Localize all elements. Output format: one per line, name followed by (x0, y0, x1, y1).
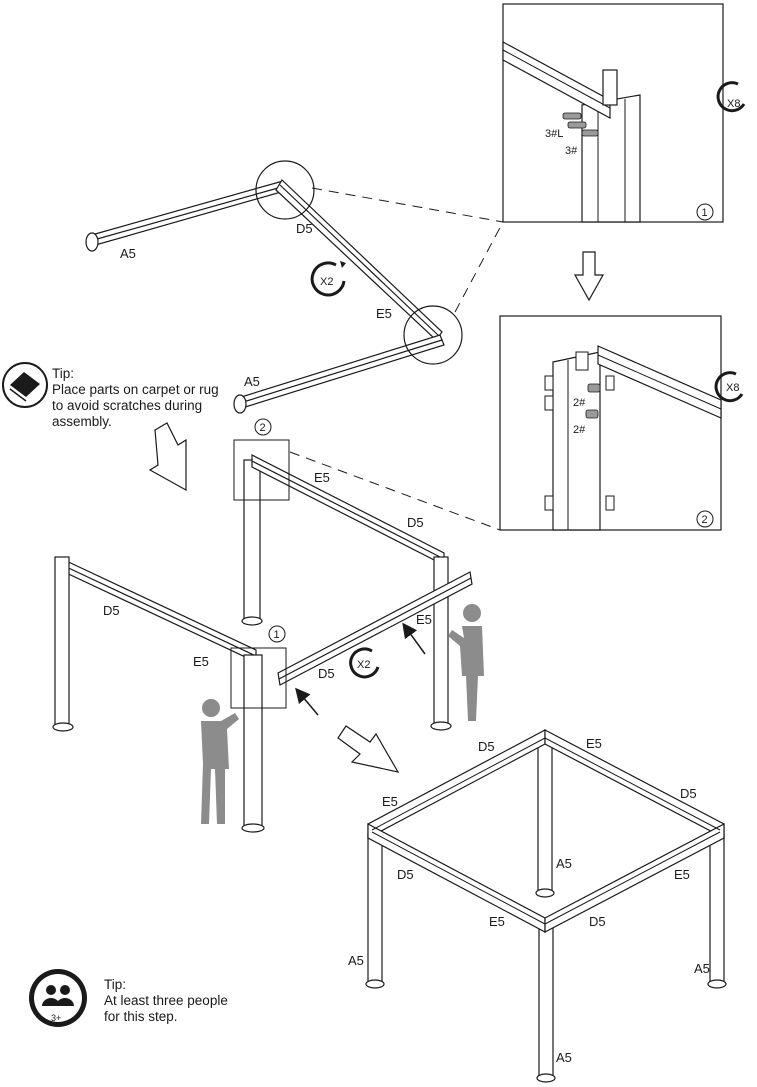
people-tip-line-2: for this step. (104, 1009, 178, 1024)
detail-2-number: 2 (702, 514, 708, 526)
bolt-label-detail-1-b: 3# (565, 145, 578, 157)
people-count-badge: 3+ (51, 1013, 61, 1023)
rotate-icon-detail-1: X8 (716, 81, 746, 113)
magnifier-circle-upper (255, 160, 315, 220)
people-tip: Tip: At least three people for this step… (104, 977, 228, 1025)
carpet-tip-line-3: assembly. (52, 414, 112, 429)
label-final-a5-right: A5 (694, 961, 710, 976)
arrow-left-lift (295, 687, 319, 716)
label-final-e5-right: E5 (674, 867, 690, 882)
beam-a5-upper-groove (89, 185, 286, 242)
label-final-d5-back: D5 (478, 739, 495, 754)
label-mid-d5-left: D5 (103, 603, 120, 618)
rotate-icon-mid: X2 (349, 647, 380, 679)
detail-2-bolts (585, 383, 601, 419)
label-top-a5-bottom: A5 (244, 374, 260, 389)
detail-1-post (581, 94, 641, 223)
label-final-d5-left: D5 (397, 867, 414, 882)
label-final-e5-back: E5 (586, 736, 602, 751)
detail-box-1: 3#L 3# 1 X8 (502, 3, 746, 223)
multiplier-label-detail-1: X8 (727, 98, 740, 110)
person-silhouettes (201, 604, 484, 824)
carpet-tip: Tip: Place parts on carpet or rug to avo… (52, 366, 219, 430)
detail-2-post (552, 351, 601, 531)
label-final-e5-left: E5 (382, 794, 398, 809)
detail-1-beam (502, 40, 611, 120)
final-post-front (538, 927, 554, 1079)
detail-1-number: 1 (702, 207, 708, 219)
label-mid-e5-top: E5 (314, 470, 330, 485)
bolt-label-detail-1-a: 3#L (545, 128, 563, 140)
middle-assembly (52, 454, 473, 833)
multiplier-label-detail-2: X8 (726, 382, 739, 394)
carpet-tip-heading: Tip: (52, 366, 75, 381)
mid-post-back-foot (241, 616, 263, 626)
carpet-tip-line-1: Place parts on carpet or rug (52, 382, 219, 397)
beam-a5-lower-groove (239, 339, 443, 404)
people-tip-heading: Tip: (104, 977, 127, 992)
label-final-d5-right: D5 (680, 786, 697, 801)
label-final-e5-front: E5 (489, 914, 505, 929)
label-mid-d5-top: D5 (407, 515, 424, 530)
label-mid-e5-right: E5 (416, 612, 432, 627)
mid-post-front (243, 654, 263, 828)
mid-post-back (243, 459, 261, 621)
mid-post-right-foot (430, 721, 452, 731)
bolt-label-detail-2-b: 2# (573, 424, 586, 436)
arrow-tip-to-mid (148, 422, 187, 492)
rotate-icon-detail-2: X8 (714, 371, 744, 403)
label-final-d5-front: D5 (589, 914, 606, 929)
label-final-a5-left: A5 (348, 953, 364, 968)
multiplier-label-top: X2 (320, 276, 333, 288)
top-frame-assembly (85, 160, 463, 414)
final-beam-back-left (367, 729, 546, 839)
person-right (448, 604, 484, 721)
arrow-mid-to-final (337, 725, 400, 773)
label-final-a5-bottom: A5 (556, 1050, 572, 1065)
mid-post-front-foot (241, 823, 265, 833)
multiplier-label-mid: X2 (357, 659, 370, 671)
mid-post-right (433, 556, 449, 726)
detail-1-bracket (602, 69, 618, 106)
label-final-a5-center: A5 (556, 856, 572, 871)
detail-connector-lines (289, 187, 504, 531)
magnifier-circle-lower (403, 305, 463, 365)
mid-callout-number-two: 2 (260, 422, 266, 434)
final-assembly (365, 729, 727, 1083)
mid-post-left (54, 556, 70, 728)
people-tip-icon: 3+ (29, 969, 87, 1027)
people-tip-line-1: At least three people (104, 993, 228, 1008)
final-post-left (367, 833, 383, 985)
part-labels: A5 D5 E5 A5 E5 D5 D5 E5 E5 D5 D5 E5 E5 D… (103, 221, 710, 1065)
final-post-back (537, 734, 553, 894)
final-post-back-foot (535, 888, 555, 898)
final-post-right (709, 833, 725, 985)
beam-a5-lower-end-plate (233, 394, 247, 414)
detail-1-bolts (562, 112, 599, 137)
detail-box-2: 2# 2# 2 X8 (499, 315, 744, 531)
down-arrow-details (573, 251, 605, 302)
person-left (201, 699, 239, 824)
final-beam-grooves (371, 737, 721, 925)
beam-a5-upper-end-plate (85, 232, 99, 252)
final-beam-back-right (544, 729, 725, 839)
carpet-tip-line-2: to avoid scratches during (52, 398, 203, 413)
final-beam-front-right (544, 823, 725, 933)
arrow-right-lift (402, 622, 426, 655)
label-mid-d5-front: D5 (318, 666, 335, 681)
label-top-d5: D5 (296, 221, 313, 236)
label-mid-e5-left: E5 (193, 654, 209, 669)
carpet-tip-icon (2, 362, 48, 408)
bolt-label-detail-2-a: 2# (573, 397, 586, 409)
beam-d5-e5-groove (279, 184, 440, 337)
mid-callout-boxes (230, 439, 290, 709)
mid-callout-number-one: 1 (274, 629, 280, 641)
final-beam-front-left (367, 823, 546, 933)
label-top-e5: E5 (376, 306, 392, 321)
mid-post-left-foot (52, 722, 74, 732)
rotate-icon-top: X2 (310, 261, 346, 297)
label-top-a5-left: A5 (120, 246, 136, 261)
